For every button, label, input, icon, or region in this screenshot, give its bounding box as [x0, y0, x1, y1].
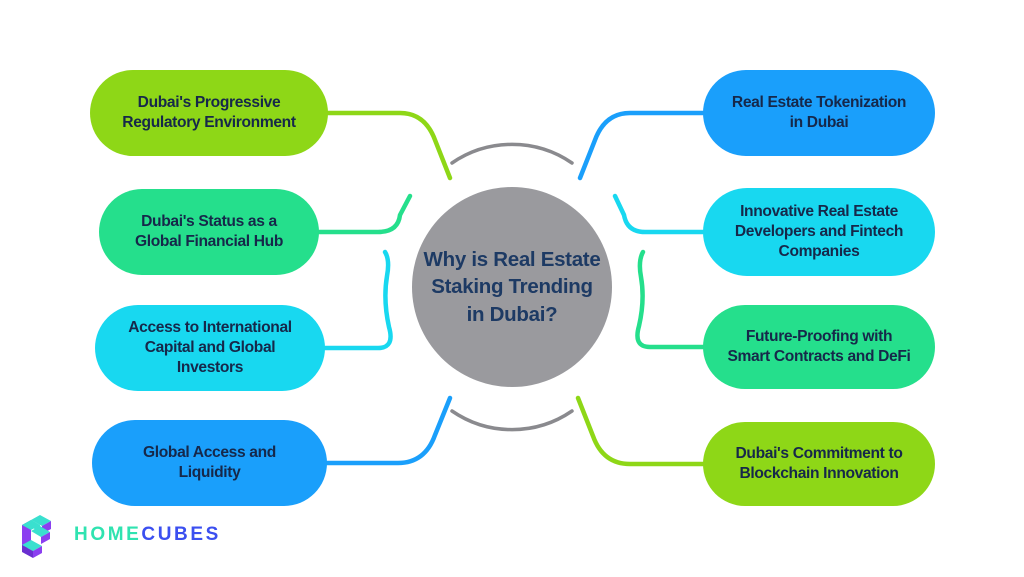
node-label: Access to International Capital and Glob…: [128, 319, 292, 376]
node-real-estate-tokenization-in-dubai[interactable]: Real Estate Tokenization in Dubai: [703, 70, 935, 156]
node-label: Real Estate Tokenization in Dubai: [731, 94, 907, 131]
connector-right-1: [577, 110, 706, 181]
connector-right-3: [635, 249, 706, 350]
node-label: Dubai's Commitment to Blockchain Innovat…: [735, 445, 903, 482]
hub-ring-arc-top: [450, 142, 574, 165]
node-global-access-and-liquidity[interactable]: Global Access and Liquidity: [92, 420, 327, 506]
node-label: Innovative Real Estate Developers and Fi…: [734, 203, 904, 260]
node-dubais-progressive-regulatory-environment[interactable]: Dubai's Progressive Regulatory Environme…: [90, 70, 328, 156]
central-hub: Why is Real Estate Staking Trending in D…: [412, 187, 612, 387]
node-label: Dubai's Status as a Global Financial Hub: [134, 213, 284, 250]
connector-left-4: [324, 395, 453, 466]
logo-word-home: HOME: [74, 524, 142, 545]
node-label: Future-Proofing with Smart Contracts and…: [727, 328, 911, 365]
brand-logo[interactable]: HOMECUBES: [20, 512, 221, 558]
homecubes-cube-icon: [22, 515, 51, 558]
connector-right-2: [612, 193, 706, 235]
connector-left-3: [322, 249, 393, 351]
logo-word-cubes: CUBES: [141, 524, 221, 545]
central-hub-label: Why is Real Estate Staking Trending in D…: [423, 248, 601, 326]
node-dubais-status-as-a-global-financial-hub[interactable]: Dubai's Status as a Global Financial Hub: [99, 189, 319, 275]
node-future-proofing-with-smart-contracts-and-defi[interactable]: Future-Proofing with Smart Contracts and…: [703, 305, 935, 389]
connector-left-1: [325, 110, 453, 181]
node-innovative-real-estate-developers-and-fintech-companies[interactable]: Innovative Real Estate Developers and Fi…: [703, 188, 935, 276]
hub-ring-arc-bottom: [450, 409, 574, 432]
node-label: Global Access and Liquidity: [142, 444, 276, 481]
node-dubais-commitment-to-blockchain-innovation[interactable]: Dubai's Commitment to Blockchain Innovat…: [703, 422, 935, 506]
node-label: Dubai's Progressive Regulatory Environme…: [122, 94, 296, 131]
logo-wordmark: HOMECUBES: [74, 524, 221, 546]
connector-right-4: [575, 395, 706, 467]
connector-left-2: [316, 193, 413, 235]
node-access-to-international-capital-and-global-investors[interactable]: Access to International Capital and Glob…: [95, 305, 325, 391]
